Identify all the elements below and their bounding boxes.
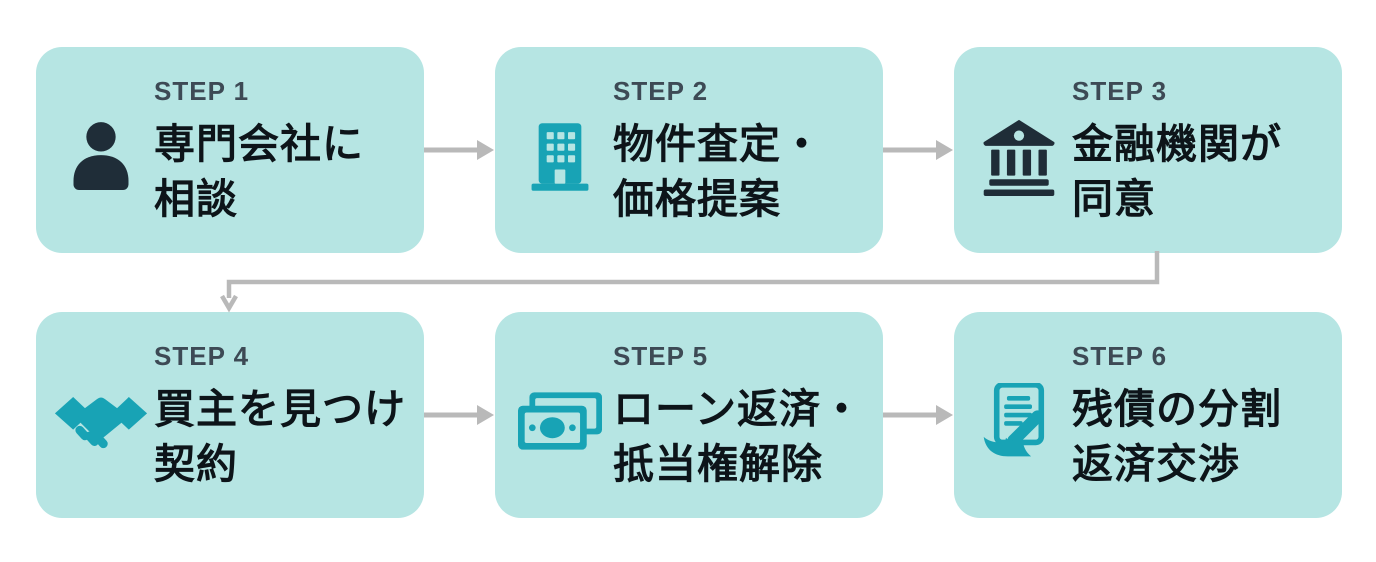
step-title-line: 契約	[154, 439, 238, 488]
step-title-line: 物件査定・	[613, 119, 823, 168]
step-title-line: 買主を見つけ	[154, 384, 406, 433]
step-title-line: 抵当権解除	[613, 439, 823, 488]
step-title-line: 価格提案	[613, 174, 781, 223]
step-title: 金融機関が 同意	[1072, 117, 1342, 227]
step-title-line: 残債の分割	[1072, 384, 1282, 433]
handshake-icon	[36, 312, 154, 518]
step-label: STEP 2	[613, 75, 709, 106]
step-card-6: STEP 6 残債の分割 返済交渉	[954, 312, 1342, 518]
step-label: STEP 5	[613, 340, 709, 371]
step-title-line: 返済交渉	[1072, 439, 1240, 488]
step-label: STEP 1	[154, 75, 250, 106]
step-title-line: ローン返済・	[613, 384, 863, 433]
arrow-step1-step2	[424, 140, 494, 160]
step-label: STEP 6	[1072, 340, 1168, 371]
step-card-1: STEP 1 専門会社に 相談	[36, 47, 424, 253]
step-card-4: STEP 4 買主を見つけ 契約	[36, 312, 424, 518]
money-icon	[495, 312, 613, 518]
building-icon	[495, 47, 613, 253]
person-icon	[36, 47, 154, 253]
step-label: STEP 4	[154, 340, 250, 371]
step-card-3: STEP 3 金融機関が 同意	[954, 47, 1342, 253]
arrow-step4-step5	[424, 405, 494, 425]
arrow-step5-step6	[883, 405, 953, 425]
step-card-2: STEP 2 物件査定・ 価格提案	[495, 47, 883, 253]
step-title: ローン返済・ 抵当権解除	[613, 382, 883, 492]
step-title-line: 相談	[154, 174, 238, 223]
step-title: 残債の分割 返済交渉	[1072, 382, 1342, 492]
step-label: STEP 3	[1072, 75, 1168, 106]
step-title-line: 金融機関が	[1072, 119, 1282, 168]
bank-icon	[954, 47, 1072, 253]
document-pencil-icon	[954, 312, 1072, 518]
arrow-step2-step3	[883, 140, 953, 160]
step-title: 物件査定・ 価格提案	[613, 117, 883, 227]
step-title: 専門会社に 相談	[154, 117, 424, 227]
step-title: 買主を見つけ 契約	[154, 382, 424, 492]
step-title-line: 専門会社に	[154, 119, 364, 168]
step-title-line: 同意	[1072, 174, 1156, 223]
step-card-5: STEP 5 ローン返済・ 抵当権解除	[495, 312, 883, 518]
arrow-step3-step4	[220, 251, 1160, 313]
